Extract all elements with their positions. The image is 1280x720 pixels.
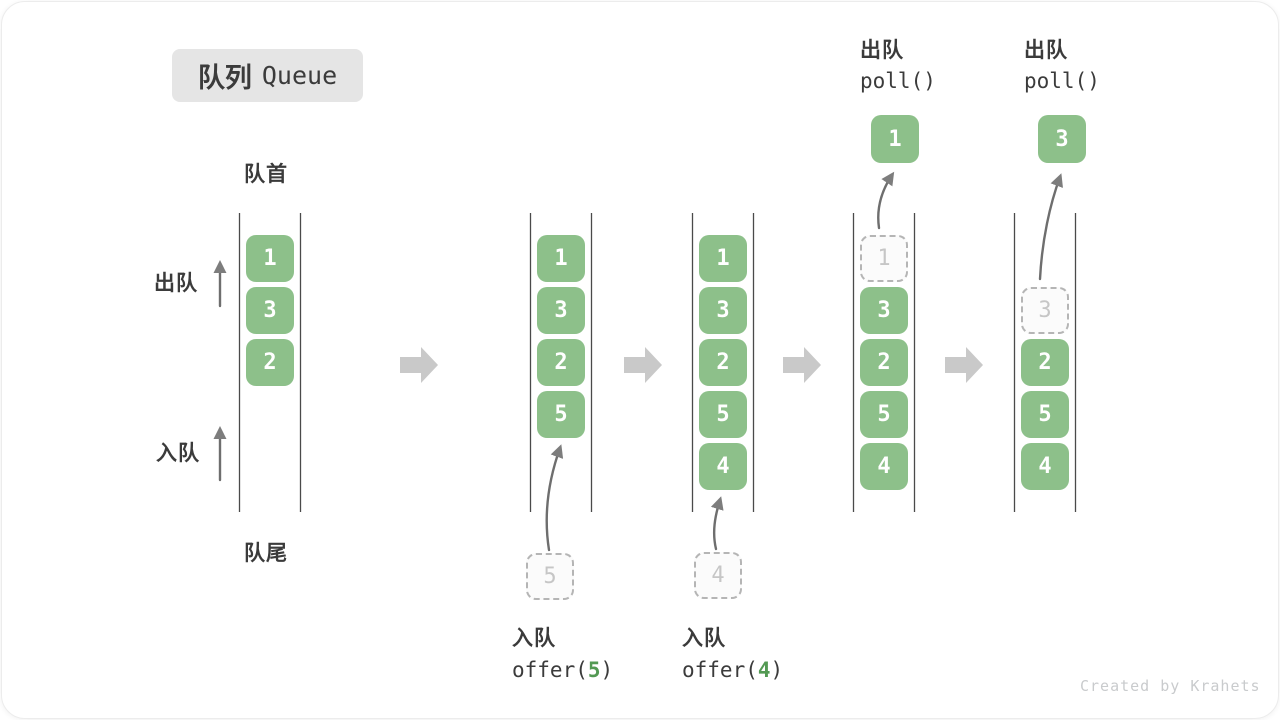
offer-arg: 5 (587, 658, 601, 682)
poll-op-code: poll() (860, 69, 936, 93)
flow-arrows (213, 171, 1063, 552)
block-arrow-icon (783, 347, 821, 383)
queue-item: 2 (537, 339, 585, 386)
offer-op-label: 入队 (512, 627, 556, 650)
queue-item: 1 (537, 235, 585, 282)
enqueue-4-arrow-icon (710, 496, 724, 551)
queue-item: 3 (246, 287, 294, 334)
state-transition-arrows (400, 347, 983, 383)
polled-item: 1 (871, 115, 919, 163)
queue-item: 5 (537, 391, 585, 438)
enqueue-side-label: 入队 (156, 442, 200, 465)
poll-3-arrow-icon (1038, 173, 1063, 281)
queue-item: 3 (860, 287, 908, 334)
offer-close: ) (770, 658, 784, 682)
offer-fn: offer( (682, 658, 758, 682)
poll-op-label: 出队 (860, 39, 904, 62)
offer-op-label: 入队 (682, 627, 726, 650)
queue-item: 5 (1021, 391, 1069, 438)
poll-1-arrow-icon (877, 171, 895, 230)
polled-item: 3 (1038, 115, 1086, 163)
queue-rear-label: 队尾 (244, 542, 288, 565)
block-arrow-icon (945, 347, 983, 383)
queue-item: 2 (246, 339, 294, 386)
offer-arg: 4 (757, 658, 771, 682)
block-arrow-icon (624, 347, 662, 383)
queue-item: 2 (699, 339, 747, 386)
queue-item: 4 (860, 443, 908, 490)
queue-item: 4 (1021, 443, 1069, 490)
queue-item: 2 (860, 339, 908, 386)
queue-item: 5 (699, 391, 747, 438)
offer-fn: offer( (512, 658, 588, 682)
queue-item: 5 (860, 391, 908, 438)
offer-op-code: offer(4) (682, 658, 783, 682)
enqueue-5-arrow-icon (545, 444, 564, 552)
queue-front-label: 队首 (244, 163, 288, 186)
removed-item-ghost: 1 (860, 235, 908, 282)
queue-item: 3 (699, 287, 747, 334)
title-en: Queue (261, 61, 338, 90)
title-badge: 队列 Queue (172, 49, 363, 102)
block-arrow-icon (400, 347, 438, 383)
offer-close: ) (600, 658, 614, 682)
incoming-item-ghost: 5 (526, 553, 574, 600)
poll-op-label: 出队 (1024, 39, 1068, 62)
incoming-item-ghost: 4 (694, 552, 742, 599)
queue-column-walls (238, 213, 1077, 512)
offer-op-code: offer(5) (512, 658, 613, 682)
queue-item: 3 (537, 287, 585, 334)
queue-item: 4 (699, 443, 747, 490)
watermark: Created by Krahets (1080, 677, 1261, 695)
queue-item: 1 (699, 235, 747, 282)
title-zh: 队列 (197, 63, 252, 93)
queue-item: 1 (246, 235, 294, 282)
removed-item-ghost: 3 (1021, 287, 1069, 334)
poll-op-code: poll() (1024, 69, 1100, 93)
queue-item: 2 (1021, 339, 1069, 386)
dequeue-side-label: 出队 (154, 272, 198, 295)
